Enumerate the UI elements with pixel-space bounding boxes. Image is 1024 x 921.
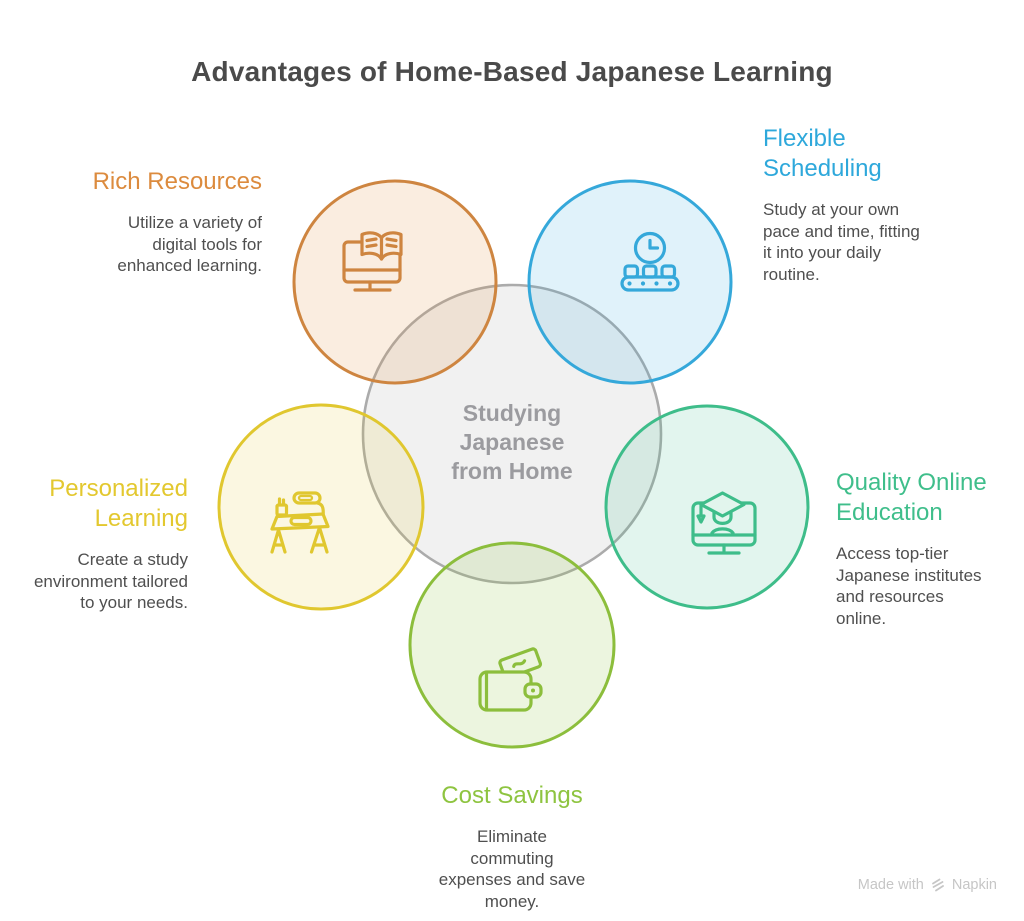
- section-rich-resources: Rich Resources Utilize a variety of digi…: [60, 167, 262, 277]
- section-description-personalized-learning: Create a study environment tailored to y…: [33, 550, 188, 612]
- page-title: Advantages of Home-Based Japanese Learni…: [191, 56, 833, 87]
- section-heading-quality-online-education: Quality Online Education: [836, 469, 987, 526]
- napkin-logo-icon: [931, 878, 944, 892]
- section-personalized-learning: Personalized Learning Create a study env…: [8, 474, 188, 614]
- section-description-quality-online-education: Access top-tier Japanese institutes and …: [836, 544, 982, 628]
- circle-cost-savings: [408, 541, 616, 749]
- center-circle: [361, 283, 663, 585]
- section-cost-savings: Cost Savings Eliminate commuting expense…: [426, 781, 598, 912]
- section-flexible-scheduling: Flexible Scheduling Study at your own pa…: [763, 124, 945, 285]
- monitor-book-icon: [335, 223, 411, 299]
- section-heading-cost-savings: Cost Savings: [441, 782, 583, 809]
- watermark: Made with Napkin: [858, 877, 997, 893]
- section-quality-online-education: Quality Online Education Access top-tier…: [836, 468, 1014, 629]
- wallet-money-icon: [474, 642, 550, 718]
- section-description-flexible-scheduling: Study at your own pace and time, fitting…: [763, 200, 920, 284]
- section-description-rich-resources: Utilize a variety of digital tools for e…: [117, 213, 262, 275]
- watermark-brand: Napkin: [951, 877, 997, 893]
- graduation-monitor-icon: [686, 486, 762, 562]
- section-heading-rich-resources: Rich Resources: [92, 168, 262, 195]
- section-heading-flexible-scheduling: Flexible Scheduling: [763, 125, 882, 182]
- study-desk-icon: [264, 485, 340, 561]
- watermark-prefix: Made with: [857, 877, 924, 893]
- section-description-cost-savings: Eliminate commuting expenses and save mo…: [438, 827, 586, 911]
- section-heading-personalized-learning: Personalized Learning: [49, 475, 188, 532]
- center-label: Studying Japanese from Home: [451, 400, 573, 484]
- clock-conveyor-icon: [612, 223, 688, 299]
